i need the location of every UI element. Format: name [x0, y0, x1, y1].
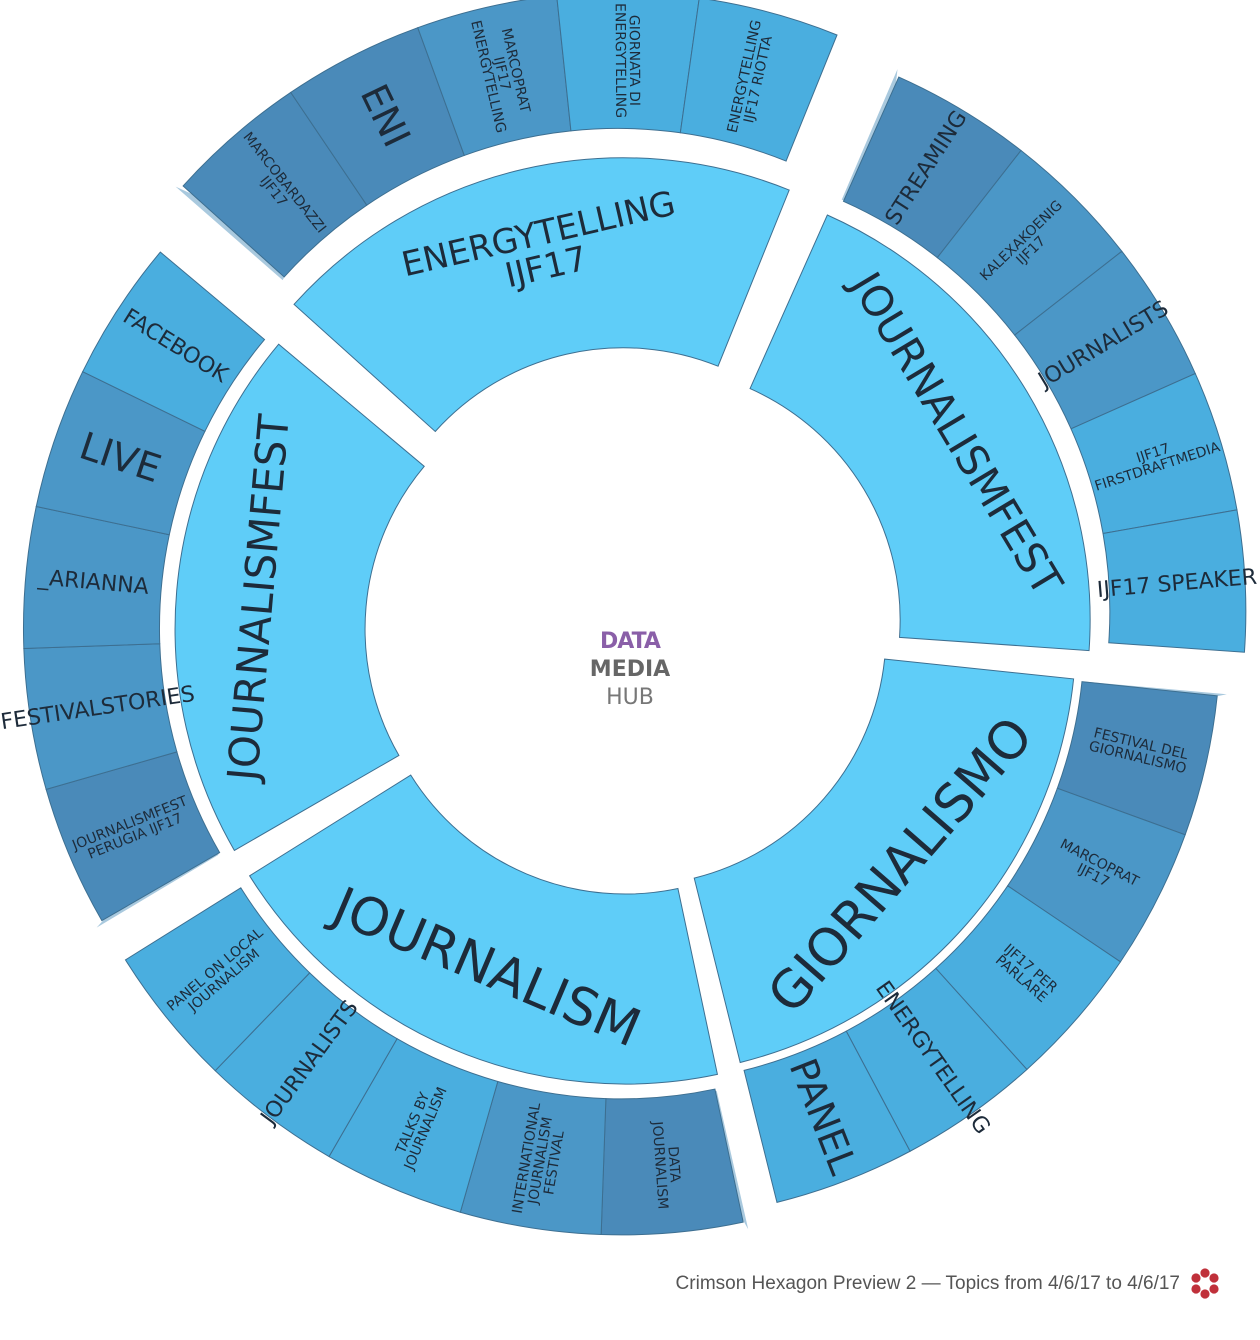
hex-center [1201, 1280, 1209, 1287]
inner-segment-giornalismo-3 [693, 658, 1075, 1064]
footer-caption: Crimson Hexagon Preview 2 — Topics from … [675, 1273, 1180, 1294]
hex-dot [1191, 1273, 1201, 1283]
logo-line-media: MEDIA [590, 657, 670, 682]
footer: Crimson Hexagon Preview 2 — Topics from … [0, 1262, 1222, 1306]
outer-ring [22, 0, 1247, 1236]
outer-segment-energytelling-ijf17-riotta [679, 0, 838, 162]
outer-segment-ijf17-speaker [1102, 509, 1247, 653]
datamediahub-logo: DATA MEDIA HUB [580, 626, 680, 716]
inner-segment-journalismfest-0 [174, 343, 425, 852]
hex-dot [1209, 1284, 1219, 1294]
inner-segment-journalismfest-2 [749, 214, 1091, 652]
inner-ring [174, 157, 1091, 1085]
inner-segment-journalism-4 [248, 774, 719, 1085]
logo-line-data: DATA [600, 629, 661, 654]
hex-dot [1209, 1273, 1219, 1283]
logo-line-hub: HUB [606, 685, 654, 710]
outer-segment-facebook [82, 251, 266, 432]
inner-segment-energytelling-ijf17-1 [293, 157, 790, 433]
hex-dot [1200, 1289, 1210, 1299]
hex-dot [1200, 1268, 1210, 1278]
topic-sunburst-chart: JOURNALISMFESTPERUGIA IJF17FESTIVALSTORI… [0, 0, 1258, 1236]
outer-label-giornata-di-energytelling: GIORNATA DIENERGYTELLING [612, 3, 643, 118]
outer-segment-panel [743, 1030, 911, 1203]
hex-dot [1191, 1284, 1201, 1294]
outer-label-data-journalism: DATAJOURNALISM [649, 1119, 685, 1210]
outer-segment-panel-on-local-journalism [124, 887, 311, 1072]
crimson-hexagon-icon [1191, 1268, 1219, 1299]
